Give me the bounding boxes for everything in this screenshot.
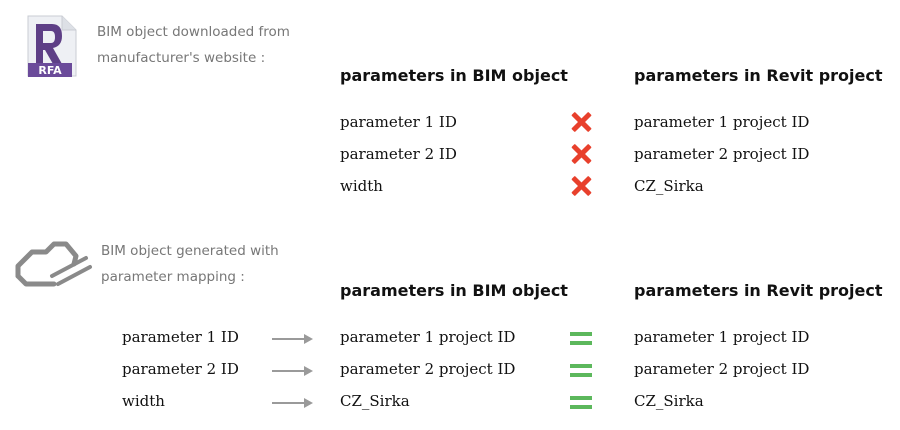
section1-caption-line1: BIM object downloaded from — [97, 24, 290, 40]
red-x-icon — [570, 175, 592, 197]
red-x-icon — [570, 111, 592, 133]
s2-row3-bim: CZ_Sirka — [340, 392, 410, 410]
green-equals-icon — [570, 332, 592, 346]
section1-header-revit: parameters in Revit project — [634, 66, 883, 85]
arrow-right-icon — [272, 366, 314, 376]
s2-row3-source: width — [122, 392, 165, 410]
rfa-label: RFA — [38, 64, 62, 77]
section2-caption-line2: parameter mapping : — [101, 269, 245, 285]
cloud-mapping-icon — [14, 236, 94, 292]
s1-row3-revit: CZ_Sirka — [634, 177, 704, 195]
green-equals-icon — [570, 396, 592, 410]
s2-row2-revit: parameter 2 project ID — [634, 360, 810, 378]
section2-header-revit: parameters in Revit project — [634, 281, 883, 300]
s1-row1-bim: parameter 1 ID — [340, 113, 457, 131]
arrow-right-icon — [272, 398, 314, 408]
section1-caption: BIM object downloaded from manufacturer'… — [97, 19, 290, 71]
s1-row1-revit: parameter 1 project ID — [634, 113, 810, 131]
arrow-right-icon — [272, 334, 314, 344]
s2-row1-source: parameter 1 ID — [122, 328, 239, 346]
s2-row3-revit: CZ_Sirka — [634, 392, 704, 410]
section1-caption-line2: manufacturer's website : — [97, 50, 266, 66]
s1-row3-bim: width — [340, 177, 383, 195]
rfa-file-icon: RFA — [22, 14, 78, 78]
section2-caption-line1: BIM object generated with — [101, 243, 279, 259]
section2-header-bim: parameters in BIM object — [340, 281, 568, 300]
s2-row1-revit: parameter 1 project ID — [634, 328, 810, 346]
section1-header-bim: parameters in BIM object — [340, 66, 568, 85]
s2-row2-bim: parameter 2 project ID — [340, 360, 516, 378]
s1-row2-revit: parameter 2 project ID — [634, 145, 810, 163]
s1-row2-bim: parameter 2 ID — [340, 145, 457, 163]
red-x-icon — [570, 143, 592, 165]
section2-caption: BIM object generated with parameter mapp… — [101, 238, 279, 290]
s2-row2-source: parameter 2 ID — [122, 360, 239, 378]
green-equals-icon — [570, 364, 592, 378]
s2-row1-bim: parameter 1 project ID — [340, 328, 516, 346]
